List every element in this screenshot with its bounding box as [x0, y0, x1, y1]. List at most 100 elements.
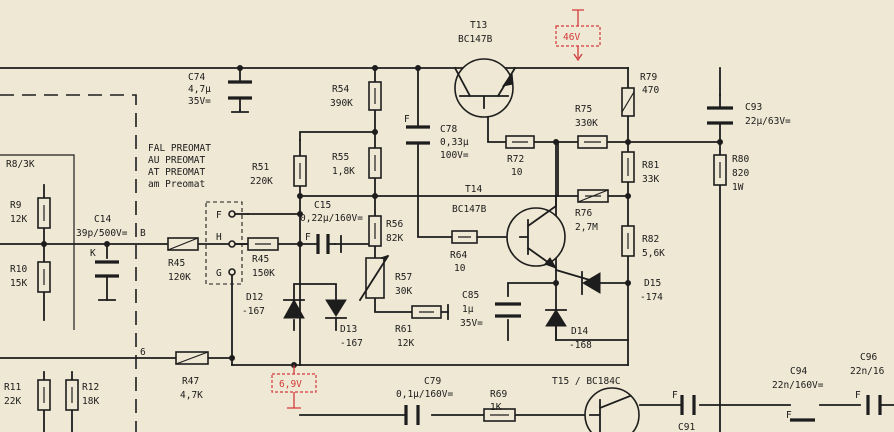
- c14-symbol: [95, 260, 119, 278]
- c93-value: 22µ/63V=: [745, 116, 791, 127]
- node-f-c15: F: [305, 232, 311, 243]
- c79-symbol: [404, 405, 420, 425]
- r57-name: R57: [395, 272, 412, 283]
- transistor-t13: [453, 58, 517, 118]
- node-b: B: [140, 228, 146, 239]
- capacitors: [95, 80, 882, 425]
- d15-symbol: [582, 272, 601, 294]
- r11-name: R11: [4, 382, 21, 393]
- c96-value: 22n/16: [850, 366, 885, 377]
- r82-name: R82: [642, 234, 659, 245]
- diodes: [283, 271, 601, 341]
- c74-symbol: [228, 80, 252, 100]
- c85-name: C85: [462, 290, 479, 301]
- d15-name: D15: [644, 278, 661, 289]
- r61-name: R61: [395, 324, 412, 335]
- c94-value: 22n/160V=: [772, 380, 824, 391]
- r45a-value: 120K: [168, 272, 191, 283]
- r82-value: 5,6K: [642, 248, 665, 259]
- d14-symbol: [545, 309, 567, 327]
- switch-h: H: [216, 232, 222, 243]
- r9-value: 12K: [10, 214, 27, 225]
- inner-frame: [0, 154, 75, 330]
- voltage-top: 46V: [563, 32, 580, 43]
- c15-symbol: [316, 234, 330, 254]
- c96-symbol: [866, 395, 882, 415]
- r76-name: R76: [575, 208, 592, 219]
- t14-type: BC147B: [452, 204, 487, 215]
- c74-v1: 4,7µ: [188, 84, 211, 95]
- c15-value: 0,22µ/160V=: [300, 213, 363, 224]
- mode-line-4: am Preomat: [148, 179, 205, 190]
- r8-name: R8/3K: [6, 159, 35, 170]
- c91-name: C91: [678, 422, 695, 432]
- node-k: K: [90, 248, 96, 259]
- d13-symbol: [325, 299, 347, 317]
- r55-value: 1,8K: [332, 166, 355, 177]
- c78-name: C78: [440, 124, 457, 135]
- r80-v2: 1W: [732, 182, 744, 193]
- c74-v2: 35V=: [188, 96, 211, 107]
- c78-symbol: [406, 125, 430, 145]
- t15-label: T15 / BC184C: [552, 376, 621, 387]
- r75-name: R75: [575, 104, 592, 115]
- switch-g: G: [216, 268, 222, 279]
- d15-value: -174: [640, 292, 663, 303]
- t14-name: T14: [465, 184, 482, 195]
- r80-v1: 820: [732, 168, 749, 179]
- r54-name: R54: [332, 84, 349, 95]
- d13-value: -167: [340, 338, 363, 349]
- voltage-bottom: 6,9V: [279, 379, 302, 390]
- d12-symbol: [283, 298, 305, 319]
- node-6: 6: [140, 347, 146, 358]
- c91-symbol: [680, 395, 696, 415]
- d12-name: D12: [246, 292, 263, 303]
- r57-value: 30K: [395, 286, 412, 297]
- mode-line-2: AU PREOMAT: [148, 155, 205, 166]
- r76-value: 2,7M: [575, 222, 598, 233]
- r45b-value: 150K: [252, 268, 275, 279]
- r69-name: R69: [490, 389, 507, 400]
- voltage-marker-top-symbol: [555, 9, 601, 62]
- r64-value: 10: [454, 263, 466, 274]
- module-frame: [0, 94, 137, 432]
- transistor-t15: [584, 387, 640, 432]
- r80-name: R80: [732, 154, 749, 165]
- d12-value: -167: [242, 306, 265, 317]
- c14-name: C14: [94, 214, 111, 225]
- c74-name: C74: [188, 72, 205, 83]
- r9-name: R9: [10, 200, 22, 211]
- r12-name: R12: [82, 382, 99, 393]
- r56-name: R56: [386, 219, 403, 230]
- d13-name: D13: [340, 324, 357, 335]
- resistors: [37, 81, 727, 422]
- t13-type: BC147B: [458, 34, 493, 45]
- r72-name: R72: [507, 154, 524, 165]
- r56-value: 82K: [386, 233, 403, 244]
- node-f-c91: F: [672, 390, 678, 401]
- r10-name: R10: [10, 264, 27, 275]
- r81-name: R81: [642, 160, 659, 171]
- c79-name: C79: [424, 376, 441, 387]
- mode-switch-box: [205, 201, 243, 285]
- node-f-c96: F: [855, 390, 861, 401]
- transistor-t14: [506, 195, 566, 270]
- r47-value: 4,7K: [180, 390, 203, 401]
- ground-symbols: [98, 109, 449, 320]
- r47-name: R47: [182, 376, 199, 387]
- r54-value: 390K: [330, 98, 353, 109]
- c85-v2: 35V=: [460, 318, 483, 329]
- c85-v1: 1µ: [462, 304, 474, 315]
- r64-name: R64: [450, 250, 467, 261]
- c94-name: C94: [790, 366, 807, 377]
- r69-value: 1K: [490, 402, 502, 413]
- d14-name: D14: [571, 326, 588, 337]
- r51-name: R51: [252, 162, 269, 173]
- r81-value: 33K: [642, 174, 659, 185]
- c15-name: C15: [314, 200, 331, 211]
- r12-value: 18K: [82, 396, 99, 407]
- c96-name: C96: [860, 352, 877, 363]
- r10-value: 15K: [10, 278, 27, 289]
- r51-value: 220K: [250, 176, 273, 187]
- mode-line-1: FAL PREOMAT: [148, 143, 211, 154]
